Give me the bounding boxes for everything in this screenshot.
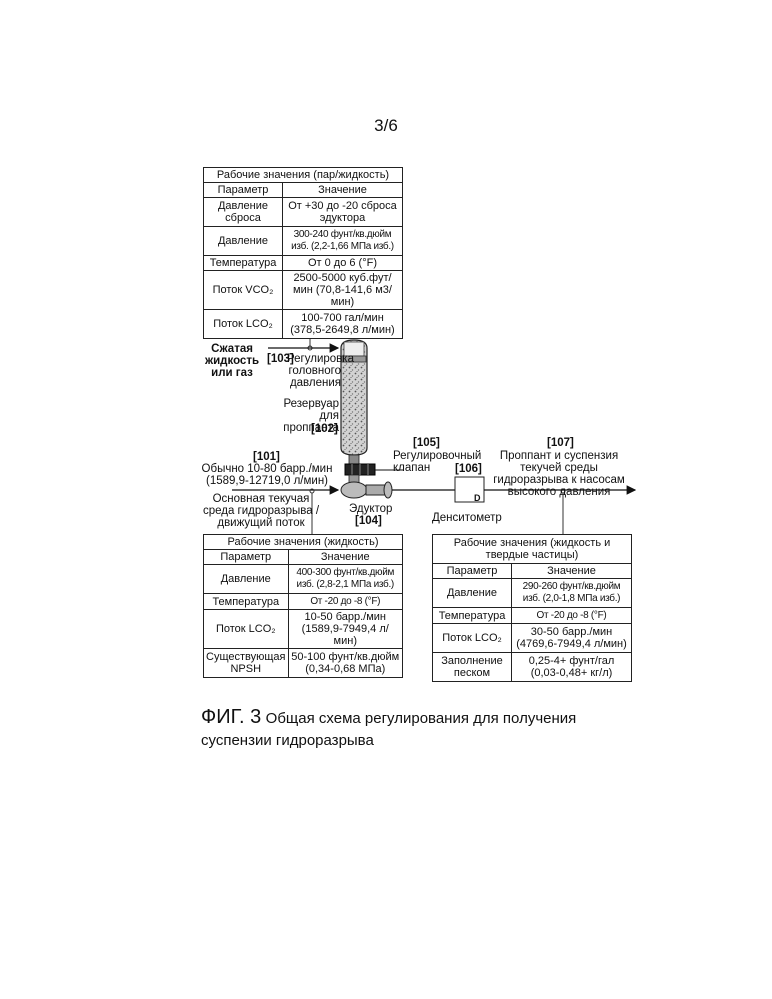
table-title: Рабочие значения (жидкость и твердые час… xyxy=(433,535,632,564)
ref-101-label: [101] xyxy=(253,451,280,463)
table-cell: Поток LCO₂ xyxy=(204,610,289,649)
output-label: Проппант и суспензия текучей среды гидро… xyxy=(484,450,634,498)
table-cell: 30-50 барр./мин (4769,6-7949,4 л/мин) xyxy=(512,624,632,653)
ref-105-label: [105] xyxy=(413,437,440,449)
table-cell: 400-300 фунт/кв.дюйм изб. (2,8-2,1 МПа и… xyxy=(291,567,400,591)
table-cell: От 0 до 6 (°F) xyxy=(283,256,403,271)
ref-104-label: [104] xyxy=(355,515,382,527)
table-title: Рабочие значения (пар/жидкость) xyxy=(204,168,403,183)
table-cell: От +30 до -20 сброса эдуктора xyxy=(283,198,403,227)
column-header: Параметр xyxy=(204,183,283,198)
table-cell: Поток LCO₂ xyxy=(204,310,283,339)
ref-106-label: [106] xyxy=(455,463,482,475)
table-cell: Заполнение песком xyxy=(433,653,512,682)
table-cell: Температура xyxy=(204,256,283,271)
table-cell: 300-240 фунт/кв.дюйм изб. (2,2-1,66 МПа … xyxy=(285,229,400,253)
figure-number: ФИГ. 3 xyxy=(201,706,261,728)
table-cell: Давление xyxy=(204,565,289,594)
operating-values-liquid-table: Рабочие значения (жидкость) Параметр Зна… xyxy=(203,534,403,678)
table-cell: Температура xyxy=(433,608,512,624)
figure-caption: ФИГ. 3 Общая схема регулирования для пол… xyxy=(201,706,641,752)
table-cell: От -20 до -8 (°F) xyxy=(537,610,607,622)
table-cell: Давление xyxy=(433,579,512,608)
column-header: Значение xyxy=(288,550,402,565)
table-cell: От -20 до -8 (°F) xyxy=(310,596,380,608)
table-cell: 2500-5000 куб.фут/мин (70,8-141,6 м3/мин… xyxy=(283,271,403,310)
table-cell: 0,25-4+ фунт/гал (0,03-0,48+ кг/л) xyxy=(512,653,632,682)
densitometer-mark: D xyxy=(474,492,481,504)
column-header: Параметр xyxy=(433,564,512,579)
table-cell: Температура xyxy=(204,594,289,610)
table-cell: Существующая NPSH xyxy=(204,649,289,678)
table-cell: 290-260 фунт/кв.дюйм изб. (2,0-1,8 МПа и… xyxy=(514,581,629,605)
control-valve-shape xyxy=(345,464,375,475)
ref-107-label: [107] xyxy=(547,437,574,449)
compressed-fluid-label: Сжатая жидкость или газ xyxy=(196,343,268,379)
main-fluid-label: Основная текучая среда гидроразрыва / дв… xyxy=(197,493,325,529)
densitometer-label: Денситометр xyxy=(432,512,502,524)
table-cell: 10-50 барр./мин (1589,9-7949,4 л/мин) xyxy=(288,610,402,649)
operating-values-vapor-table: Рабочие значения (пар/жидкость) Параметр… xyxy=(203,167,403,339)
head-pressure-regulation-label: Регулировка головного давления xyxy=(287,353,341,389)
table-cell: 50-100 фунт/кв.дюйм (0,34-0,68 МПа) xyxy=(288,649,402,678)
table-cell: Давление xyxy=(204,227,283,256)
table-cell: Поток VCO₂ xyxy=(204,271,283,310)
flow-typical-label: Обычно 10-80 барр./мин (1589,9-12719,0 л… xyxy=(197,463,337,487)
column-header: Значение xyxy=(283,183,403,198)
ref-102-label: [102] xyxy=(311,423,338,435)
table-cell: 100-700 гал/мин (378,5-2649,8 л/мин) xyxy=(283,310,403,339)
table-cell: Давление сброса xyxy=(204,198,283,227)
eductor-shape xyxy=(341,482,392,498)
table-cell: Поток LCO₂ xyxy=(433,624,512,653)
eductor-label: Эдуктор xyxy=(349,503,392,515)
operating-values-slurry-table: Рабочие значения (жидкость и твердые час… xyxy=(432,534,632,682)
column-header: Значение xyxy=(512,564,632,579)
table-title: Рабочие значения (жидкость) xyxy=(204,535,403,550)
column-header: Параметр xyxy=(204,550,289,565)
